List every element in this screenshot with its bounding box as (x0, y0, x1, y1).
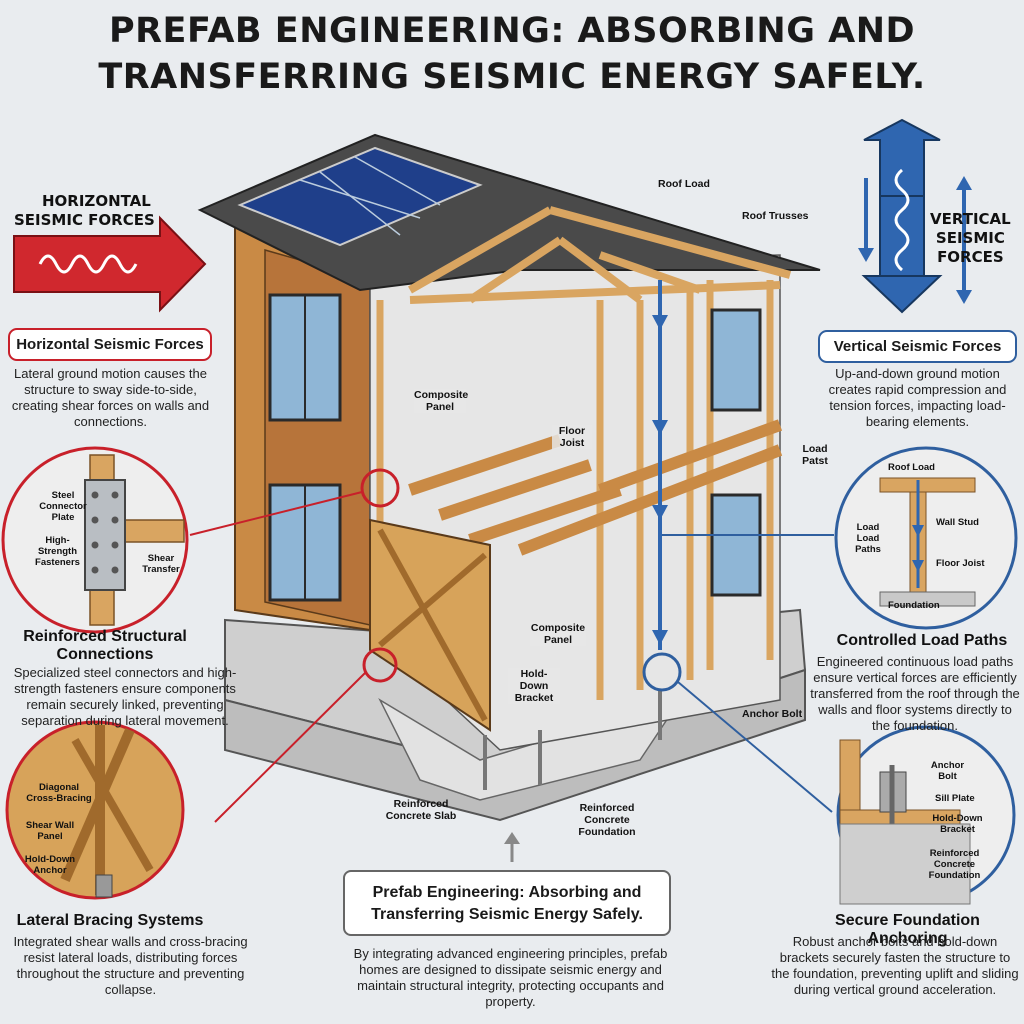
diagonal-bracing-label: Diagonal Cross-Bracing (26, 782, 92, 804)
load-paths-text: Engineered continuous load paths ensure … (810, 654, 1020, 733)
detail-floor-joist-label: Floor Joist (936, 558, 985, 569)
bracing-callout-marker (362, 647, 398, 683)
connection-callout-marker (360, 468, 400, 508)
bracing-text: Integrated shear walls and cross-bracing… (13, 934, 248, 997)
hold-down-bracket-label: Hold-Down Bracket (508, 668, 560, 704)
page-title: PREFAB ENGINEERING: ABSORBING AND TRANSF… (0, 8, 1024, 100)
connections-text: Specialized steel connectors and high-st… (13, 665, 237, 728)
detail-roof-load-label: Roof Load (888, 462, 935, 473)
vertical-force-arrows (858, 118, 972, 314)
bracing-detail (5, 720, 185, 900)
detail-wall-stud-label: Wall Stud (936, 517, 979, 528)
anchoring-heading: Secure Foundation Anchoring (835, 912, 980, 947)
composite-panel-lower-label: Composite Panel (530, 622, 586, 646)
load-paths-detail (834, 446, 1018, 630)
connections-heading: Reinforced Structural Connections (23, 628, 187, 663)
vertical-forces-pill: Vertical Seismic Forces (818, 330, 1017, 363)
summary-text: By integrating advanced engineering prin… (353, 946, 668, 1009)
bracing-heading: Lateral Bracing Systems (16, 912, 204, 929)
vertical-force-label: VERTICAL SEISMIC FORCES (930, 210, 1011, 266)
detail-foundation-label: Foundation (888, 600, 940, 611)
concrete-slab-label: Reinforced Concrete Slab (385, 798, 457, 822)
horizontal-forces-pill: Horizontal Seismic Forces (8, 328, 212, 361)
roof-trusses-label: Roof Trusses (742, 210, 809, 222)
load-paths-heading: Controlled Load Paths (836, 632, 1008, 649)
title-line-2: TRANSFERRING SEISMIC ENERGY SAFELY. (98, 57, 926, 97)
horizontal-force-label: HORIZONTAL SEISMIC FORCES (14, 192, 155, 229)
shear-transfer-label: Shear Transfer (142, 553, 180, 575)
summary-title-line-1: Prefab Engineering: Absorbing and (372, 884, 642, 901)
floor-joist-label: Floor Joist (552, 425, 592, 449)
anchor-callout-marker (642, 652, 682, 692)
detail-load-paths-label: Load Load Paths (855, 522, 881, 555)
detail-hold-down-label: Hold-Down Bracket (932, 813, 983, 835)
load-paths-label: Load Patst (802, 443, 828, 467)
roof-load-label: Roof Load (658, 178, 710, 190)
steel-plate-label: Steel Connector Plate (39, 490, 87, 523)
summary-title-box: Prefab Engineering: Absorbing and Transf… (343, 870, 671, 936)
title-line-1: PREFAB ENGINEERING: ABSORBING AND (108, 11, 916, 51)
vertical-forces-text: Up-and-down ground motion creates rapid … (828, 366, 1007, 429)
anchoring-detail (836, 725, 1016, 905)
horizontal-forces-text: Lateral ground motion causes the structu… (11, 366, 210, 429)
anchor-bolt-label: Anchor Bolt (742, 708, 803, 720)
house-structure (197, 133, 821, 790)
fasteners-label: High-Strength Fasteners (35, 535, 80, 568)
hold-down-anchor-label: Hold-Down Anchor (24, 854, 76, 876)
composite-panel-upper-label: Composite Panel (414, 389, 469, 413)
anchoring-text: Robust anchor bolts and hold-down bracke… (771, 934, 1019, 997)
detail-concrete-label: Reinforced Concrete Foundation (928, 848, 981, 881)
summary-title-line-2: Transferring Seismic Energy Safely. (371, 906, 643, 923)
concrete-foundation-label: Reinforced Concrete Foundation (578, 802, 636, 838)
horizontal-force-arrow (13, 215, 207, 313)
detail-sill-plate-label: Sill Plate (935, 793, 975, 804)
connections-detail (1, 446, 189, 634)
shear-wall-label: Shear Wall Panel (25, 820, 75, 842)
detail-anchor-bolt-label: Anchor Bolt (930, 760, 965, 782)
